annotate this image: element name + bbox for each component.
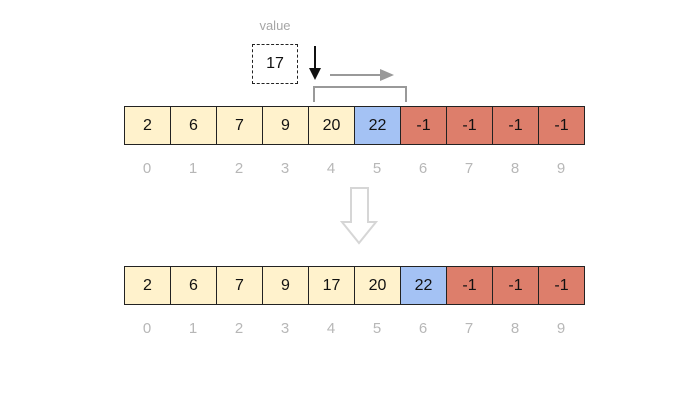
array-cell: 9 — [262, 266, 309, 305]
index-label: 4 — [326, 160, 336, 177]
transition-down-arrow — [339, 187, 379, 245]
array-cell: -1 — [446, 266, 493, 305]
array-cell: 6 — [170, 106, 217, 145]
indices-after: 0 1 2 3 4 5 6 7 8 9 — [124, 320, 584, 337]
array-cell: -1 — [492, 106, 539, 145]
array-cell: -1 — [538, 106, 585, 145]
index-label: 7 — [464, 160, 474, 177]
index-label: 3 — [280, 160, 290, 177]
index-label: 3 — [280, 320, 290, 337]
index-label: 2 — [234, 320, 244, 337]
index-label: 0 — [142, 320, 152, 337]
index-label: 1 — [188, 160, 198, 177]
index-label: 4 — [326, 320, 336, 337]
array-cell: 7 — [216, 266, 263, 305]
value-label: value — [259, 18, 291, 33]
index-label: 1 — [188, 320, 198, 337]
array-cell: 9 — [262, 106, 309, 145]
array-cell: -1 — [492, 266, 539, 305]
array-cell: -1 — [446, 106, 493, 145]
value-box: 17 — [252, 44, 298, 84]
array-cell: 2 — [124, 106, 171, 145]
index-label: 5 — [372, 320, 382, 337]
array-cell: 22 — [354, 106, 401, 145]
array-cell: -1 — [400, 106, 447, 145]
array-cell: 20 — [354, 266, 401, 305]
index-label: 8 — [510, 320, 520, 337]
array-cell: 20 — [308, 106, 355, 145]
index-label: 2 — [234, 160, 244, 177]
index-label: 6 — [418, 160, 428, 177]
insert-down-arrow — [309, 46, 321, 80]
index-label: 6 — [418, 320, 428, 337]
array-cell: 7 — [216, 106, 263, 145]
shift-right-arrow — [330, 69, 394, 81]
array-cell: 6 — [170, 266, 217, 305]
array-cell: 22 — [400, 266, 447, 305]
index-label: 9 — [556, 320, 566, 337]
array-cell: -1 — [538, 266, 585, 305]
indices-before: 0 1 2 3 4 5 6 7 8 9 — [124, 160, 584, 177]
array-cell: 2 — [124, 266, 171, 305]
array-cell: 17 — [308, 266, 355, 305]
index-label: 0 — [142, 160, 152, 177]
index-label: 7 — [464, 320, 474, 337]
index-label: 9 — [556, 160, 566, 177]
index-label: 5 — [372, 160, 382, 177]
index-label: 8 — [510, 160, 520, 177]
shift-bracket — [313, 86, 407, 102]
